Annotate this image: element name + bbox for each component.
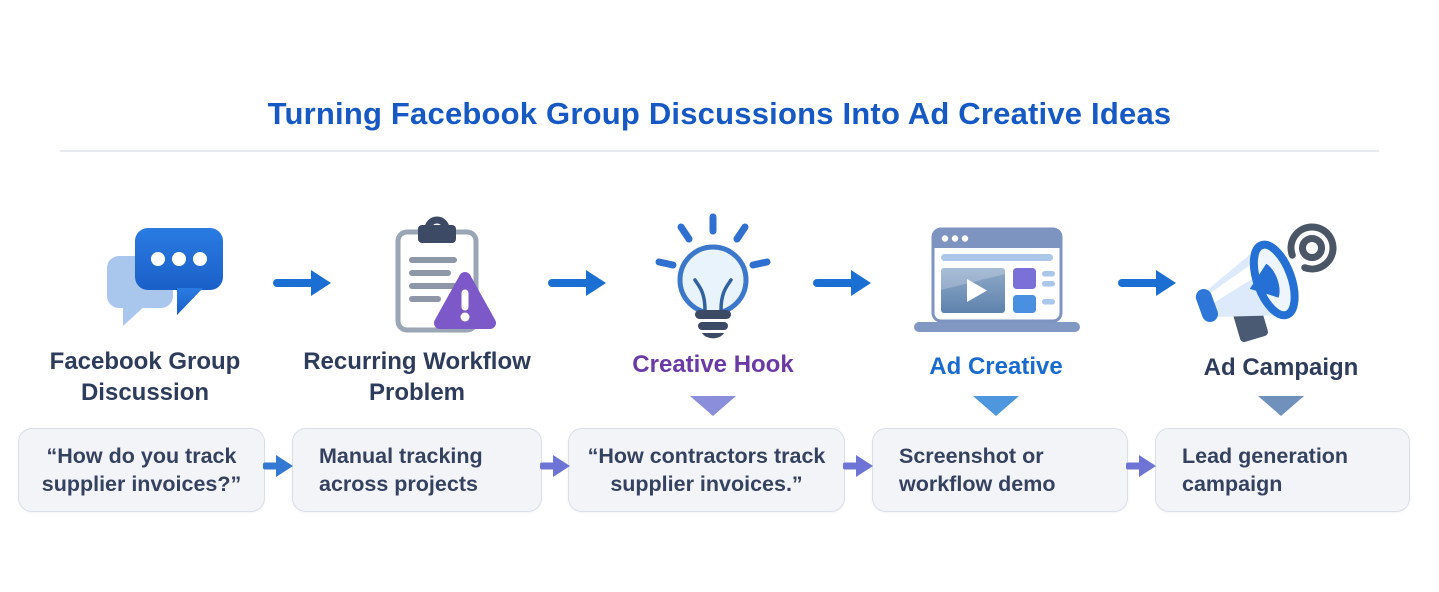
- arrow-right-icon: [813, 266, 873, 300]
- chevron-down-icon: [690, 396, 736, 416]
- stage-label-ad-creative: Ad Creative: [929, 353, 1063, 380]
- note-text: Manual tracking across projects: [319, 443, 483, 496]
- megaphone-icon: [1188, 216, 1343, 351]
- stage-label-creative-hook: Creative Hook: [632, 351, 794, 378]
- note-box-workflow-problem: Manual tracking across projects: [292, 428, 542, 512]
- arrow-right-icon: [539, 453, 571, 479]
- lightbulb-icon: [651, 212, 775, 359]
- arrow-right-icon: [548, 266, 608, 300]
- note-box-creative-hook: “How contractors track supplier invoices…: [568, 428, 845, 512]
- note-text: Lead generation campaign: [1182, 443, 1349, 496]
- note-text: “How contractors track supplier invoices…: [587, 443, 826, 496]
- arrow-right-icon: [842, 453, 874, 479]
- arrow-right-icon: [273, 266, 333, 300]
- arrow-right-icon: [262, 453, 294, 479]
- title-divider: [60, 150, 1379, 152]
- ad-browser-video-icon: [912, 226, 1082, 341]
- stage-label-ad-campaign: Ad Campaign: [1203, 354, 1359, 381]
- clipboard-warning-icon: [378, 216, 503, 346]
- arrow-right-icon: [1118, 266, 1178, 300]
- note-box-ad-creative: Screenshot or workflow demo: [872, 428, 1128, 512]
- stage-label-facebook-group-discussion: Facebook Group Discussion: [49, 348, 241, 406]
- note-text: “How do you track supplier invoices?”: [41, 443, 242, 496]
- chevron-down-icon: [973, 396, 1019, 416]
- note-text: Screenshot or workflow demo: [899, 443, 1056, 496]
- arrow-right-icon: [1125, 453, 1157, 479]
- note-box-facebook-question: “How do you track supplier invoices?”: [18, 428, 265, 512]
- page-title: Turning Facebook Group Discussions Into …: [267, 96, 1172, 131]
- chevron-down-icon: [1258, 396, 1304, 416]
- note-box-ad-campaign: Lead generation campaign: [1155, 428, 1410, 512]
- stage-label-recurring-workflow-problem: Recurring Workflow Problem: [303, 348, 531, 406]
- chat-bubbles-icon: [101, 222, 233, 345]
